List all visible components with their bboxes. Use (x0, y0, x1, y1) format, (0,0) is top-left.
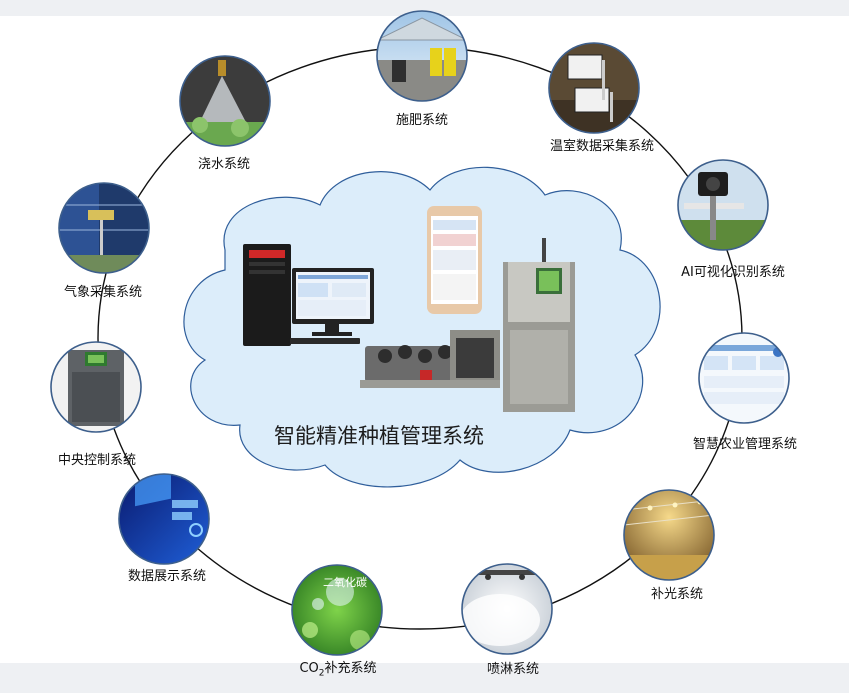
node-watering-image (180, 56, 270, 146)
node-data-display-image (119, 474, 209, 564)
node-fertilize-image (377, 11, 467, 101)
label-greenhouse-data-system: 温室数据采集系统 (549, 139, 655, 154)
bottom-band (0, 663, 849, 693)
top-band (0, 0, 849, 16)
label-co2-subscript: 2 (318, 668, 325, 679)
label-weather-system: 气象采集系统 (63, 285, 143, 300)
label-co2-system: CO2补充系统 (299, 661, 377, 679)
label-co2-suffix: 补充系统 (324, 661, 377, 676)
co2-badge-text: 二氧化碳 (323, 575, 367, 589)
node-ai-vision-image (678, 160, 768, 250)
label-fertilize-system: 施肥系统 (395, 113, 449, 128)
label-data-display-system: 数据展示系统 (127, 569, 207, 584)
label-fill-light-system: 补光系统 (650, 587, 704, 602)
label-spray-system: 喷淋系统 (486, 662, 540, 677)
label-central-control-system: 中央控制系统 (57, 453, 137, 468)
node-smart-agri-image (699, 333, 789, 423)
label-smart-agri-system: 智慧农业管理系统 (692, 437, 798, 452)
label-ai-vision-system: AI可视化识别系统 (681, 265, 785, 280)
center-title: 智能精准种植管理系统 (274, 424, 484, 448)
label-watering-system: 浇水系统 (197, 157, 251, 172)
label-co2-prefix: CO (299, 661, 319, 676)
node-co2-image (292, 565, 382, 655)
node-spray-image (462, 564, 552, 654)
node-central-control-image (51, 342, 141, 432)
center-equipment-illustration (243, 206, 575, 412)
